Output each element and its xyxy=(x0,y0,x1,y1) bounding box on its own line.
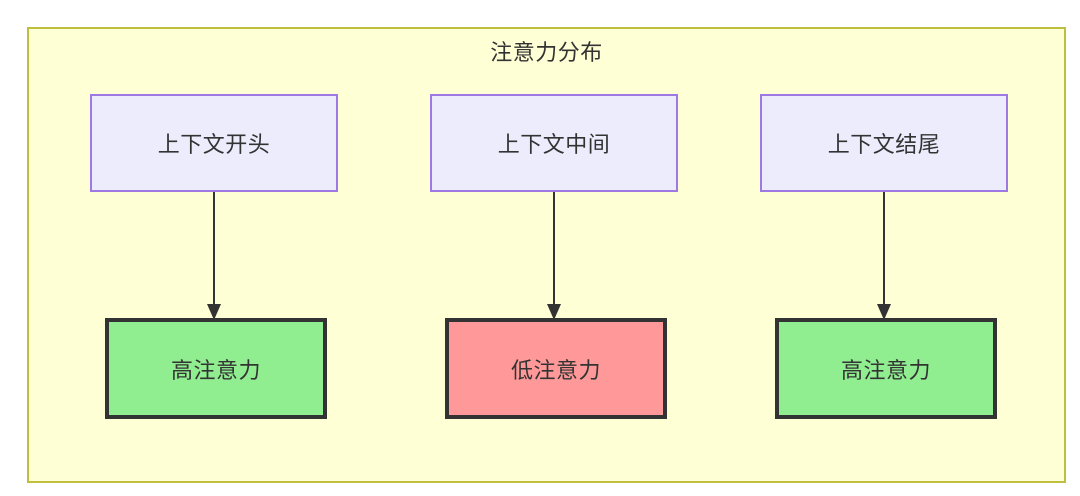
node-attention-end[interactable]: 高注意力 xyxy=(775,318,997,419)
node-attention-start[interactable]: 高注意力 xyxy=(105,318,327,419)
node-context-start-label: 上下文开头 xyxy=(157,132,271,157)
node-context-middle-label: 上下文中间 xyxy=(497,132,611,157)
edge-context-middle-to-attention-middle xyxy=(547,192,561,320)
attention-distribution-subgraph: 注意力分布 上下文开头 上下文中间 xyxy=(27,27,1066,483)
subgraph-title: 注意力分布 xyxy=(490,40,603,65)
node-attention-start-label: 高注意力 xyxy=(170,357,261,383)
edge-context-end-to-attention-end xyxy=(877,192,891,320)
node-attention-end-label: 高注意力 xyxy=(840,357,931,383)
edge-context-start-to-attention-start xyxy=(207,192,221,320)
node-context-end-label: 上下文结尾 xyxy=(827,132,941,157)
node-context-start[interactable]: 上下文开头 xyxy=(90,94,338,192)
node-context-middle[interactable]: 上下文中间 xyxy=(430,94,678,192)
node-context-end[interactable]: 上下文结尾 xyxy=(760,94,1008,192)
node-attention-middle-label: 低注意力 xyxy=(510,357,601,383)
node-attention-middle[interactable]: 低注意力 xyxy=(445,318,667,419)
